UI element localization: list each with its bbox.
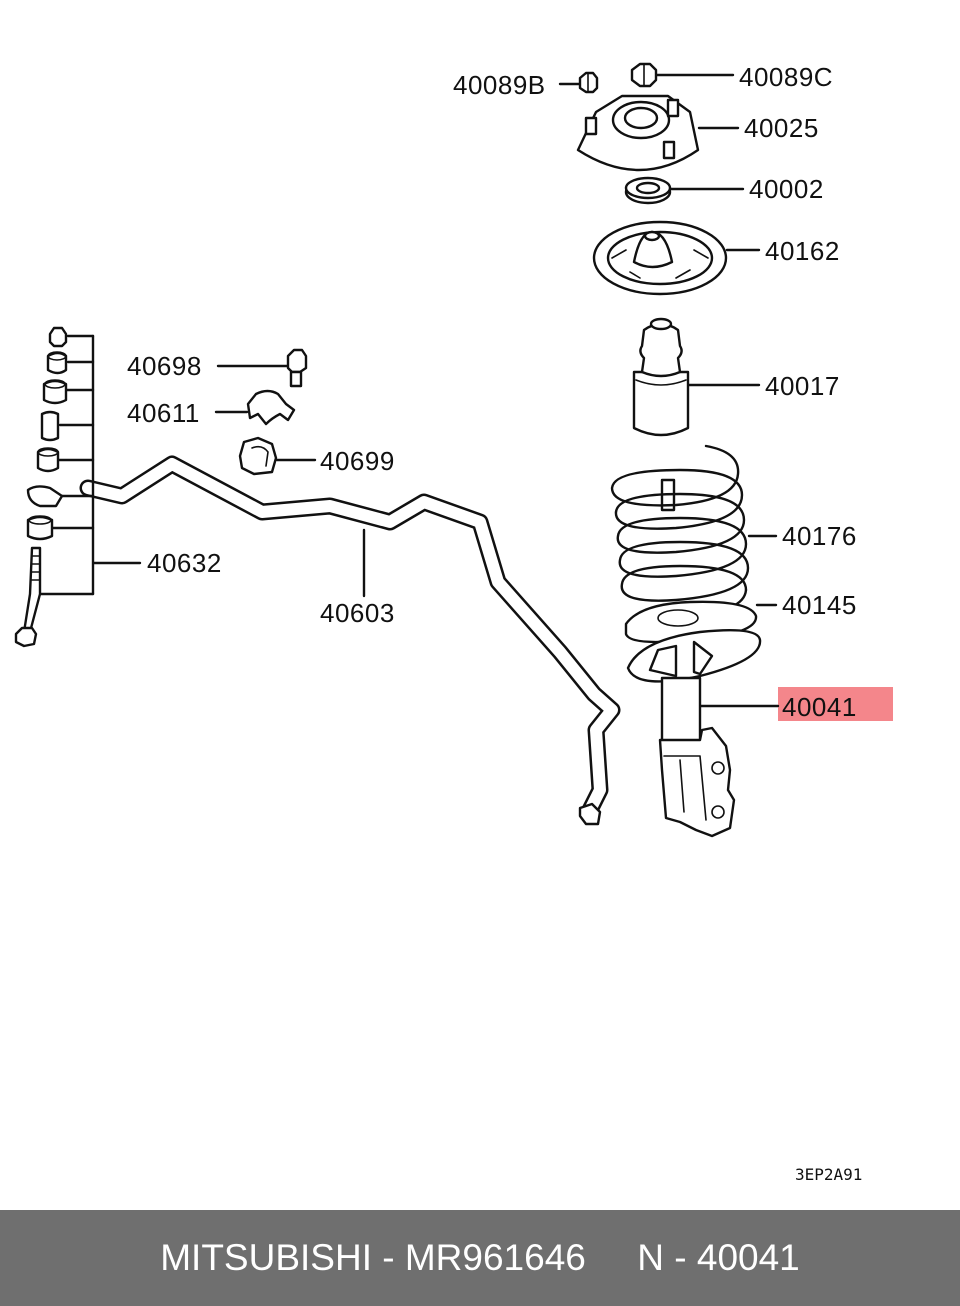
label-40041: 40041 [782, 692, 857, 722]
bracket-40611-icon [246, 389, 296, 426]
footer-title: MITSUBISHI - MR961646 N - 40041 [160, 1237, 800, 1278]
label-40089b: 40089B [453, 70, 546, 100]
bushing-40699-icon [238, 436, 278, 476]
label-40611: 40611 [127, 398, 200, 428]
strut-40041-icon [626, 629, 762, 838]
label-40603: 40603 [320, 598, 395, 628]
nut-40089b-icon [578, 71, 599, 94]
bump-stop-40017-icon [632, 317, 690, 437]
label-40002: 40002 [749, 174, 824, 204]
diagram-code: 3EP2A91 [795, 1165, 862, 1184]
coil-spring-40176-icon [610, 444, 750, 616]
footer-bar: MITSUBISHI - MR961646 N - 40041 [0, 1210, 960, 1306]
label-40698: 40698 [127, 351, 202, 381]
label-40176: 40176 [782, 521, 857, 551]
nut-40089c-icon [630, 62, 658, 88]
strut-mount-40025-icon [576, 94, 700, 172]
spring-seat-upper-40162-icon [592, 220, 728, 296]
bearing-40002-icon [624, 176, 672, 205]
parts-diagram: 40089C 40089B 40025 40002 40162 [14, 62, 893, 1184]
label-40025: 40025 [744, 113, 819, 143]
label-40632: 40632 [147, 548, 222, 578]
label-40162: 40162 [765, 236, 840, 266]
label-40145: 40145 [782, 590, 857, 620]
link-kit-40632-icon [14, 326, 95, 648]
label-40017: 40017 [765, 371, 840, 401]
label-40089c: 40089C [739, 62, 833, 92]
label-40699: 40699 [320, 446, 395, 476]
bolt-40698-icon [286, 348, 308, 388]
stabilizer-bar-40603-icon [79, 455, 621, 826]
highlight-box-40041 [778, 687, 893, 721]
